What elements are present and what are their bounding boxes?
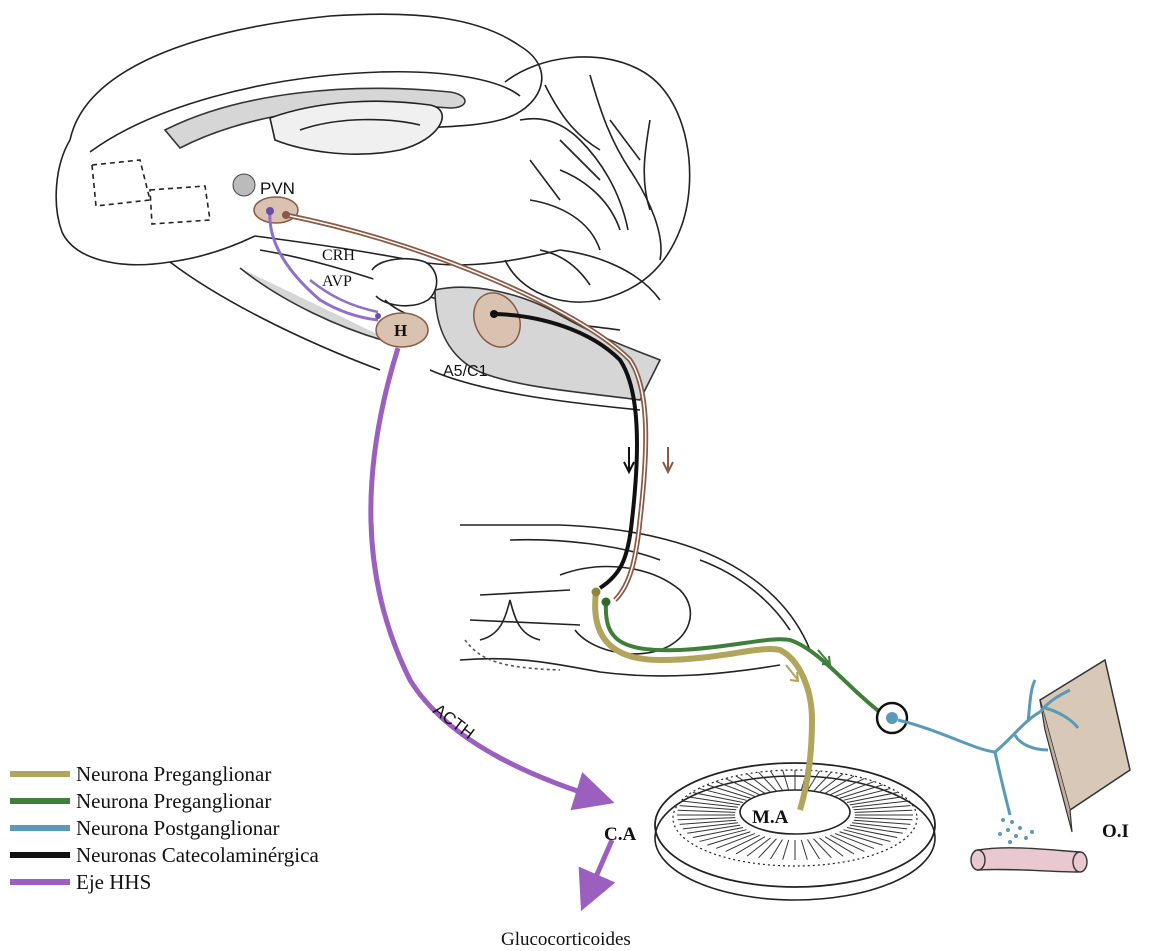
label-pvn: PVN (260, 179, 295, 198)
black-down-arrow (624, 447, 634, 472)
cerebellum (505, 57, 690, 302)
legend-label: Neurona Postganglionar (76, 816, 280, 840)
legend-swatch (10, 879, 70, 885)
legend-swatch (10, 825, 70, 831)
legend-swatch (10, 771, 70, 777)
label-ma: M.A (752, 807, 789, 828)
legend-label: Eje HHS (76, 870, 151, 894)
target-tissue (1040, 660, 1130, 832)
label-acth: ACTH (430, 700, 478, 743)
brown-down-arrow (663, 447, 673, 472)
acth-pathway (371, 348, 605, 800)
brain-outline (56, 14, 660, 410)
legend-label: Neuronas Catecolaminérgica (76, 843, 319, 867)
adrenal-gland (655, 763, 935, 900)
label-oi: O.I (1102, 821, 1129, 842)
label-crh: CRH (322, 247, 355, 264)
pvn-dot (233, 174, 255, 196)
legend-swatch (10, 852, 70, 858)
label-h: H (394, 321, 407, 340)
label-ca: C.A (604, 824, 636, 845)
label-avp: AVP (322, 273, 352, 290)
label-a5c1: A5/C1 (443, 363, 488, 380)
pvn-nucleus (254, 197, 298, 223)
purple-pvn-h (270, 211, 378, 320)
glucocorticoid-arrow (585, 840, 612, 902)
blood-vessel (971, 848, 1087, 872)
legend-label: Neurona Preganglionar (76, 762, 271, 786)
label-glucocorticoides: Glucocorticoides (501, 929, 631, 950)
neurotransmitter-dots (998, 818, 1034, 844)
legend-label: Neurona Preganglionar (76, 789, 271, 813)
legend-swatch (10, 798, 70, 804)
